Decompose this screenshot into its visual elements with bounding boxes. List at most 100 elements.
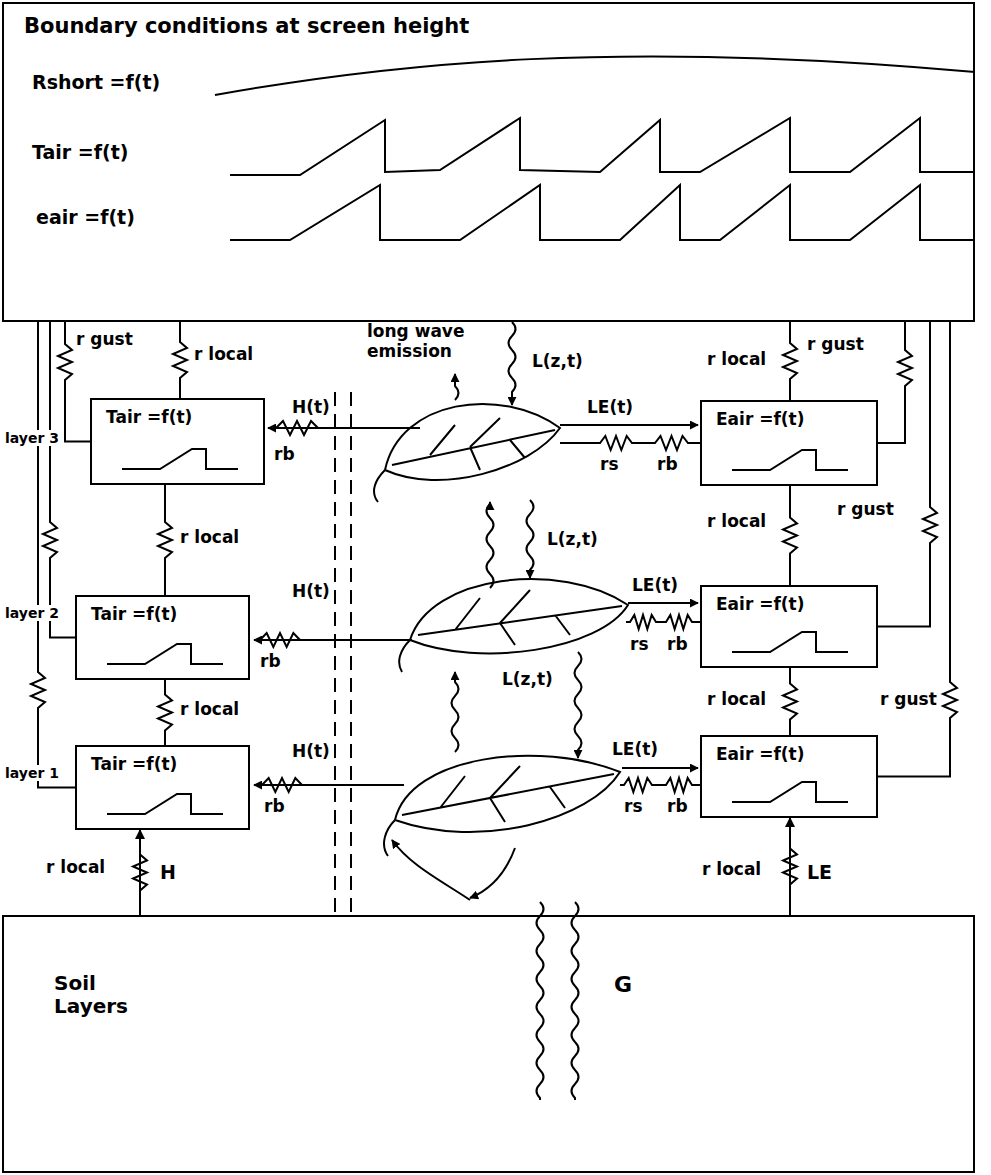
label: LE xyxy=(805,862,834,884)
label: rb xyxy=(272,445,297,465)
mini-graph-line xyxy=(732,782,848,802)
rshort-curve xyxy=(215,56,975,95)
longwave-arrow xyxy=(575,652,582,758)
air-box: Eair =f(t) xyxy=(700,585,878,668)
mini-graph xyxy=(120,443,240,475)
mini-graph xyxy=(105,788,225,820)
edge-label: r gust xyxy=(835,500,896,520)
latent-arrow xyxy=(622,767,698,769)
resistor-symbol xyxy=(260,633,300,647)
soil-box: Soil Layers G xyxy=(2,915,975,1173)
node-text: G xyxy=(614,972,632,997)
leaf xyxy=(384,756,620,856)
label: LE(t) xyxy=(610,740,660,760)
label: rs xyxy=(598,455,621,475)
mini-graph-line xyxy=(732,450,848,470)
edge-label: r local xyxy=(178,528,241,548)
node-text: Tair =f(t) xyxy=(32,142,128,164)
leaf xyxy=(399,579,628,672)
longwave-arrow xyxy=(572,902,579,1100)
dashed-line xyxy=(334,392,336,912)
connector xyxy=(783,818,797,915)
connector xyxy=(783,486,797,585)
label: L(z,t) xyxy=(500,670,555,690)
connector xyxy=(158,680,172,745)
label: rb xyxy=(665,635,690,655)
air-box: Tair =f(t) xyxy=(75,595,250,680)
label: LE(t) xyxy=(630,576,680,596)
air-box: Tair =f(t) xyxy=(90,398,265,485)
soil-arrow xyxy=(392,840,470,900)
longwave-arrow xyxy=(527,500,534,578)
edge-label: r local xyxy=(178,700,241,720)
heat-arrow xyxy=(254,784,404,786)
node-heading: Soil Layers xyxy=(54,972,144,1018)
label: L(z,t) xyxy=(530,352,585,372)
node-text: Eair =f(t) xyxy=(716,410,805,430)
label: H(t) xyxy=(290,742,332,762)
connector xyxy=(31,322,75,788)
label: H(t) xyxy=(290,582,332,602)
longwave-arrow xyxy=(487,502,494,588)
heat-arrow xyxy=(268,427,420,429)
node-text: Tair =f(t) xyxy=(91,605,177,625)
resistor-symbol xyxy=(626,615,700,629)
resistor-symbol xyxy=(620,778,700,792)
mini-graph xyxy=(730,626,850,658)
longwave-arrow xyxy=(509,322,516,405)
node-heading: Boundary conditions at screen height xyxy=(24,14,469,38)
resistor-symbol xyxy=(560,436,700,450)
node-text: Tair =f(t) xyxy=(91,755,177,775)
edge-label: r local xyxy=(44,858,107,878)
air-box: Tair =f(t) xyxy=(75,745,250,830)
longwave-arrow xyxy=(452,672,459,752)
mini-graph xyxy=(730,776,850,808)
mini-graph-line xyxy=(107,644,223,664)
node-text: eair =f(t) xyxy=(36,207,135,229)
eair-sawtooth xyxy=(230,185,975,240)
label: LE(t) xyxy=(585,398,635,418)
edge-label: r gust xyxy=(74,330,135,350)
label: rs xyxy=(628,635,651,655)
label: rb xyxy=(258,652,283,672)
label: layer 2 xyxy=(3,605,61,621)
node-text: Rshort =f(t) xyxy=(32,72,160,94)
soil-arrow xyxy=(470,848,515,898)
edge-label: r local xyxy=(705,690,768,710)
label: rb xyxy=(262,797,287,817)
mini-graph-line xyxy=(122,449,238,469)
label: rb xyxy=(665,797,690,817)
edge-label: r gust xyxy=(878,690,939,710)
longwave-arrow xyxy=(537,902,544,1100)
edge-label: r local xyxy=(700,860,763,880)
dashed-line xyxy=(350,392,352,912)
node-text: Tair =f(t) xyxy=(106,408,192,428)
edge-label: r gust xyxy=(805,335,866,355)
mini-graph xyxy=(105,638,225,670)
connector xyxy=(783,668,797,735)
label: layer 1 xyxy=(3,765,61,781)
label: L(z,t) xyxy=(545,530,600,550)
air-box: Eair =f(t) xyxy=(700,735,878,818)
label: long wave emission xyxy=(365,322,487,361)
label: H xyxy=(158,862,178,884)
latent-arrow xyxy=(628,602,698,604)
connector xyxy=(43,322,75,638)
label: layer 3 xyxy=(3,430,61,446)
air-box: Eair =f(t) xyxy=(700,400,878,486)
node-text: Eair =f(t) xyxy=(716,595,805,615)
latent-arrow xyxy=(560,424,698,426)
label: rs xyxy=(622,797,645,817)
connector xyxy=(173,322,187,398)
resistor-symbol xyxy=(262,778,302,792)
edge-label: r local xyxy=(705,350,768,370)
tair-sawtooth xyxy=(230,118,975,175)
connector xyxy=(133,830,147,915)
node-text: Eair =f(t) xyxy=(716,745,805,765)
connector xyxy=(878,322,912,443)
connector xyxy=(878,322,957,777)
longwave-arrow xyxy=(455,374,459,400)
connector xyxy=(158,485,172,595)
connector xyxy=(783,322,797,400)
edge-label: r local xyxy=(192,345,255,365)
